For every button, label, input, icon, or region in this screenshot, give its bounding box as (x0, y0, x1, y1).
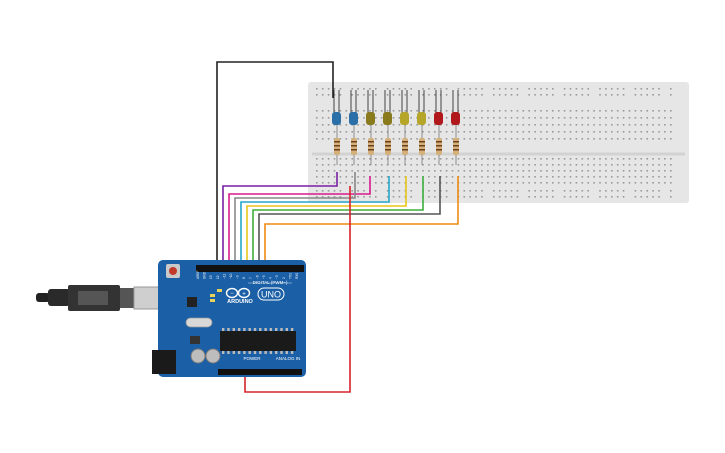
breadboard-holes (316, 88, 672, 198)
breadboard[interactable] (308, 82, 689, 203)
pin9-wire[interactable] (246, 176, 407, 268)
digital-pin-label: 4 (269, 277, 273, 279)
led[interactable] (417, 112, 426, 125)
usb-cable[interactable] (36, 285, 165, 311)
led-resistor-row (332, 90, 460, 165)
atmega-chip-pins (222, 328, 294, 354)
digital-pin-label: ~5 (262, 275, 266, 279)
rx-led (210, 299, 215, 302)
digital-pin-label: 8 (242, 277, 246, 279)
led[interactable] (383, 112, 392, 125)
digital-pin-label: 12 (216, 275, 220, 279)
digital-pin-label: GND (203, 271, 207, 279)
pin8-wire[interactable] (252, 176, 424, 268)
power-analog-header (218, 369, 302, 375)
pin10-wire[interactable] (240, 176, 390, 268)
digital-pin-label: ~9 (236, 275, 240, 279)
digital-pin-label: ~3 (275, 275, 279, 279)
atmega-chip (220, 331, 296, 351)
led[interactable] (349, 112, 358, 125)
led[interactable] (451, 112, 460, 125)
power-label: POWER (243, 356, 261, 361)
usb-plug-neck (120, 288, 134, 308)
regulator (190, 336, 200, 344)
reset-button-cap (169, 267, 177, 275)
digital-pin-label: ~6 (255, 275, 259, 279)
digital-pin-label: 7 (249, 277, 253, 279)
usb-strain-relief (48, 289, 70, 306)
led[interactable] (434, 112, 443, 125)
led[interactable] (332, 112, 341, 125)
digital-pin-label: AREF (196, 270, 200, 279)
digital-pin-label: TX1 (288, 273, 292, 279)
crystal-oscillator (185, 317, 213, 328)
digital-label: DIGITAL (PWM~) (253, 280, 288, 285)
l-led (217, 289, 222, 292)
power-wire[interactable] (244, 186, 351, 393)
gnd-wire[interactable] (216, 61, 334, 268)
breadboard-body (308, 82, 689, 203)
pin11-wire[interactable] (234, 172, 356, 268)
digital-pin-label: ~11 (222, 274, 226, 279)
pin13-wire[interactable] (222, 172, 338, 268)
uno-badge (257, 287, 285, 301)
uno-label: UNO (261, 290, 281, 300)
led[interactable] (366, 112, 375, 125)
analog-label: ANALOG IN (276, 356, 301, 361)
led[interactable] (400, 112, 409, 125)
svg-text:+: + (242, 292, 246, 298)
arduino-logo: − + (225, 287, 251, 299)
pin6-wire[interactable] (264, 176, 459, 268)
digital-pin-label: RX0 (295, 273, 299, 279)
usb-plug-grip (78, 291, 108, 305)
arduino-logo-text: ARDUINO (227, 299, 253, 305)
digital-pin-label: 2 (282, 277, 286, 279)
usb-chip (187, 297, 197, 307)
capacitor-1 (190, 348, 206, 364)
pin12-wire[interactable] (228, 176, 371, 268)
usb-cable-end (36, 293, 50, 302)
digital-pin-label: ~10 (229, 273, 233, 279)
tx-led (210, 294, 215, 297)
digital-pin-label: 13 (209, 275, 213, 279)
power-jack (152, 350, 176, 374)
digital-header (196, 265, 304, 272)
capacitor-2 (205, 348, 221, 364)
wires (216, 61, 459, 393)
svg-text:−: − (230, 291, 234, 297)
